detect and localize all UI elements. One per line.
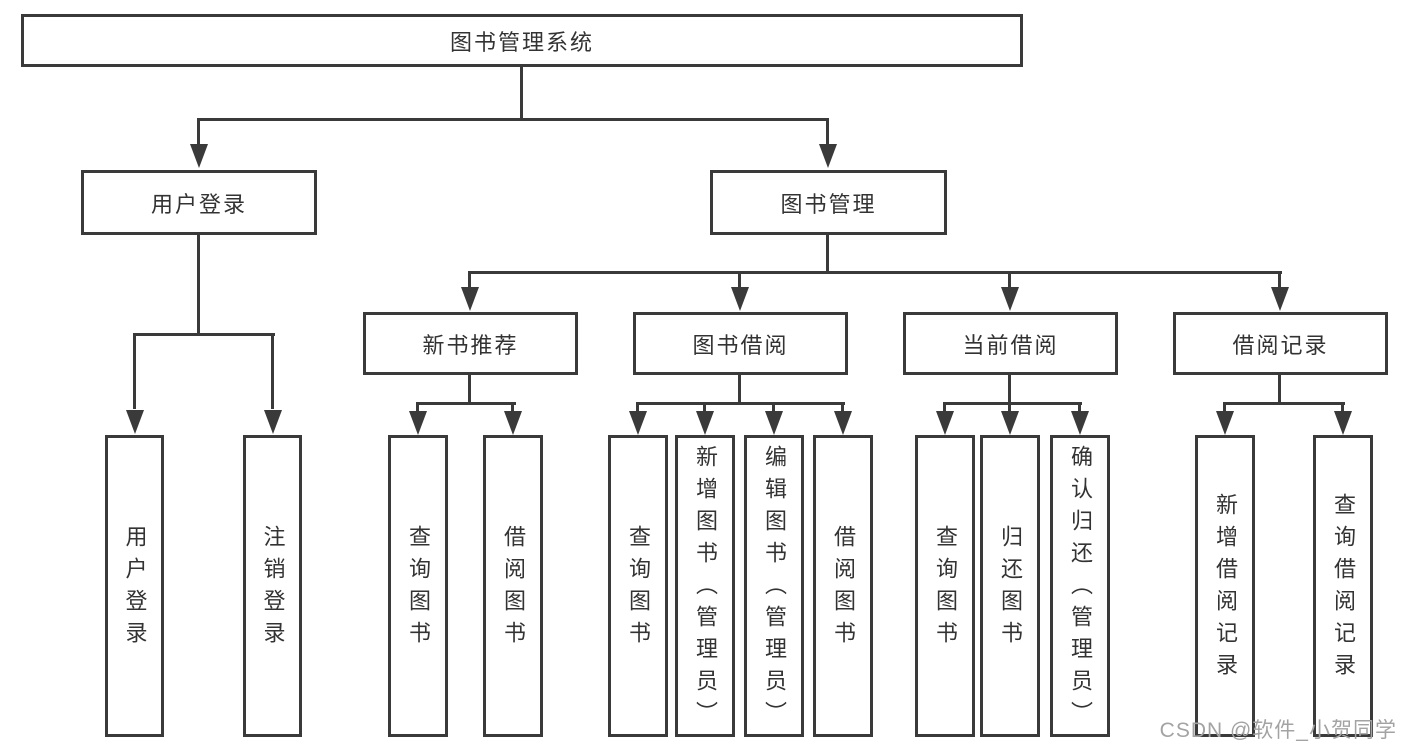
- arrowhead-current-borrowing: [1001, 287, 1019, 311]
- leaf-bb-query-books: 查询图书: [608, 435, 668, 737]
- arrowhead-cb-query-books: [936, 411, 954, 435]
- leaf-user-login: 用户登录: [105, 435, 164, 737]
- leaf-cb-query-books: 查询图书: [915, 435, 975, 737]
- leaf-rec-query-books: 查询图书: [388, 435, 448, 737]
- connector-book-borrowing-hline: [636, 402, 845, 405]
- connector-new-book-drop: [468, 271, 471, 289]
- node-library-system: 图书管理系统: [21, 14, 1023, 67]
- arrowhead-leaf-user-login: [126, 410, 144, 434]
- connector-current-borrowing-drop: [1008, 271, 1011, 289]
- connector-book-borrowing-stem: [738, 375, 741, 405]
- leaf-br-add-record: 新增借阅记录: [1195, 435, 1255, 737]
- leaf-logout-login: 注销登录: [243, 435, 302, 737]
- connector-level3-hline: [469, 271, 1282, 274]
- arrowhead-bb-borrow-books: [834, 411, 852, 435]
- connector-bb-borrow-drop: [841, 402, 844, 414]
- connector-bb-query-drop: [636, 402, 639, 414]
- arrowhead-leaf-logout: [264, 410, 282, 434]
- connector-rec-query-drop: [416, 402, 419, 414]
- connector-user-login-drop: [197, 118, 200, 146]
- leaf-br-query-record: 查询借阅记录: [1313, 435, 1373, 737]
- connector-current-borrowing-stem: [1008, 375, 1011, 405]
- connector-borrowing-records-stem: [1278, 375, 1281, 405]
- arrowhead-borrowing-records: [1271, 287, 1289, 311]
- arrowhead-book-borrowing: [731, 287, 749, 311]
- connector-borrowing-records-hline: [1223, 402, 1345, 405]
- leaf-cb-confirm-return-admin: 确认归还（管理员）: [1050, 435, 1110, 737]
- node-new-book-recommend: 新书推荐: [363, 312, 578, 375]
- connector-user-login-hline: [133, 333, 275, 336]
- arrowhead-rec-borrow-books: [504, 411, 522, 435]
- connector-user-login-stem: [197, 235, 200, 335]
- connector-bb-add-drop: [703, 402, 706, 414]
- connector-cb-return-drop: [1008, 402, 1011, 414]
- connector-borrowing-records-drop: [1278, 271, 1281, 289]
- leaf-bb-edit-books-admin: 编辑图书（管理员）: [744, 435, 804, 737]
- node-book-borrowing: 图书借阅: [633, 312, 848, 375]
- connector-new-book-hline: [417, 402, 516, 405]
- arrowhead-br-add-record: [1216, 411, 1234, 435]
- node-user-login: 用户登录: [81, 170, 317, 235]
- arrowhead-user-login: [190, 144, 208, 168]
- connector-book-management-stem: [826, 235, 829, 274]
- watermark: CSDN @软件_小贺同学: [1159, 719, 1397, 742]
- connector-leaf-logout-drop: [271, 333, 274, 409]
- arrowhead-br-query-record: [1334, 411, 1352, 435]
- node-book-management: 图书管理: [710, 170, 947, 235]
- connector-cb-query-drop: [943, 402, 946, 414]
- arrowhead-cb-return-books: [1001, 411, 1019, 435]
- leaf-bb-borrow-books: 借阅图书: [813, 435, 873, 737]
- arrowhead-bb-edit-books: [765, 411, 783, 435]
- arrowhead-cb-confirm-return: [1071, 411, 1089, 435]
- connector-br-query-drop: [1341, 402, 1344, 414]
- connector-book-borrowing-drop: [738, 271, 741, 289]
- arrowhead-bb-add-books: [696, 411, 714, 435]
- connector-br-add-drop: [1223, 402, 1226, 414]
- arrowhead-book-management: [819, 144, 837, 168]
- connector-bb-edit-drop: [772, 402, 775, 414]
- connector-level2-hline: [197, 118, 828, 121]
- connector-root-stem: [520, 67, 523, 119]
- connector-current-borrowing-hline: [943, 402, 1082, 405]
- arrowhead-bb-query-books: [629, 411, 647, 435]
- connector-book-management-drop: [826, 118, 829, 146]
- connector-rec-borrow-drop: [511, 402, 514, 414]
- connector-cb-confirm-drop: [1078, 402, 1081, 414]
- connector-leaf-user-login-drop: [133, 333, 136, 409]
- leaf-bb-add-books-admin: 新增图书（管理员）: [675, 435, 735, 737]
- arrowhead-new-book-recommend: [461, 287, 479, 311]
- leaf-cb-return-books: 归还图书: [980, 435, 1040, 737]
- leaf-rec-borrow-books: 借阅图书: [483, 435, 543, 737]
- node-current-borrowing: 当前借阅: [903, 312, 1118, 375]
- node-borrowing-records: 借阅记录: [1173, 312, 1388, 375]
- arrowhead-rec-query-books: [409, 411, 427, 435]
- connector-new-book-stem: [468, 375, 471, 405]
